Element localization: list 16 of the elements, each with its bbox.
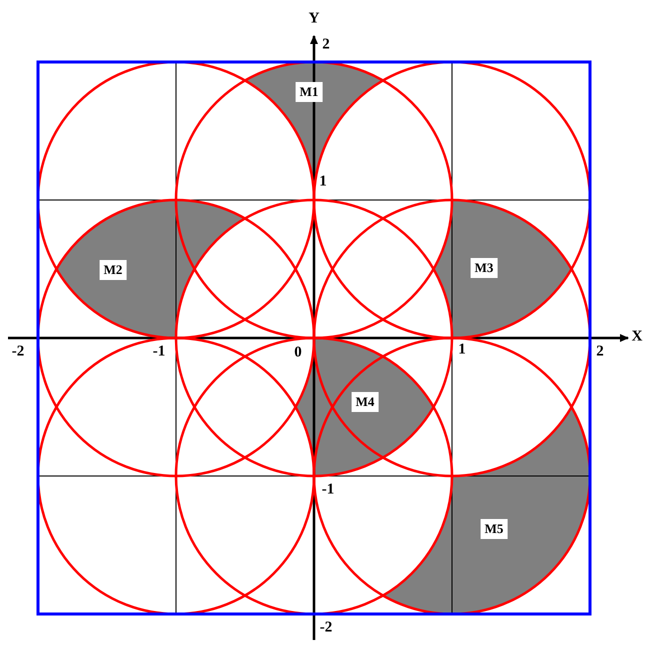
region-label: M1 bbox=[296, 82, 322, 102]
tick-label: -2 bbox=[12, 344, 24, 360]
tick-label: -2 bbox=[320, 620, 332, 636]
tick-label: -1 bbox=[322, 482, 334, 498]
tick-label: 1 bbox=[319, 174, 327, 190]
region-label: M3 bbox=[470, 258, 498, 278]
tick-label: 2 bbox=[322, 38, 330, 52]
tick-label: 2 bbox=[596, 344, 604, 360]
axis-label: Y bbox=[308, 12, 320, 26]
tick-label: -1 bbox=[152, 344, 166, 360]
region-label: M5 bbox=[480, 519, 508, 539]
tick-label: 0 bbox=[294, 346, 302, 360]
region-label: M4 bbox=[352, 392, 378, 412]
tick-label: 1 bbox=[458, 342, 466, 358]
region-label: M2 bbox=[100, 260, 126, 280]
axis-label: X bbox=[632, 330, 642, 344]
